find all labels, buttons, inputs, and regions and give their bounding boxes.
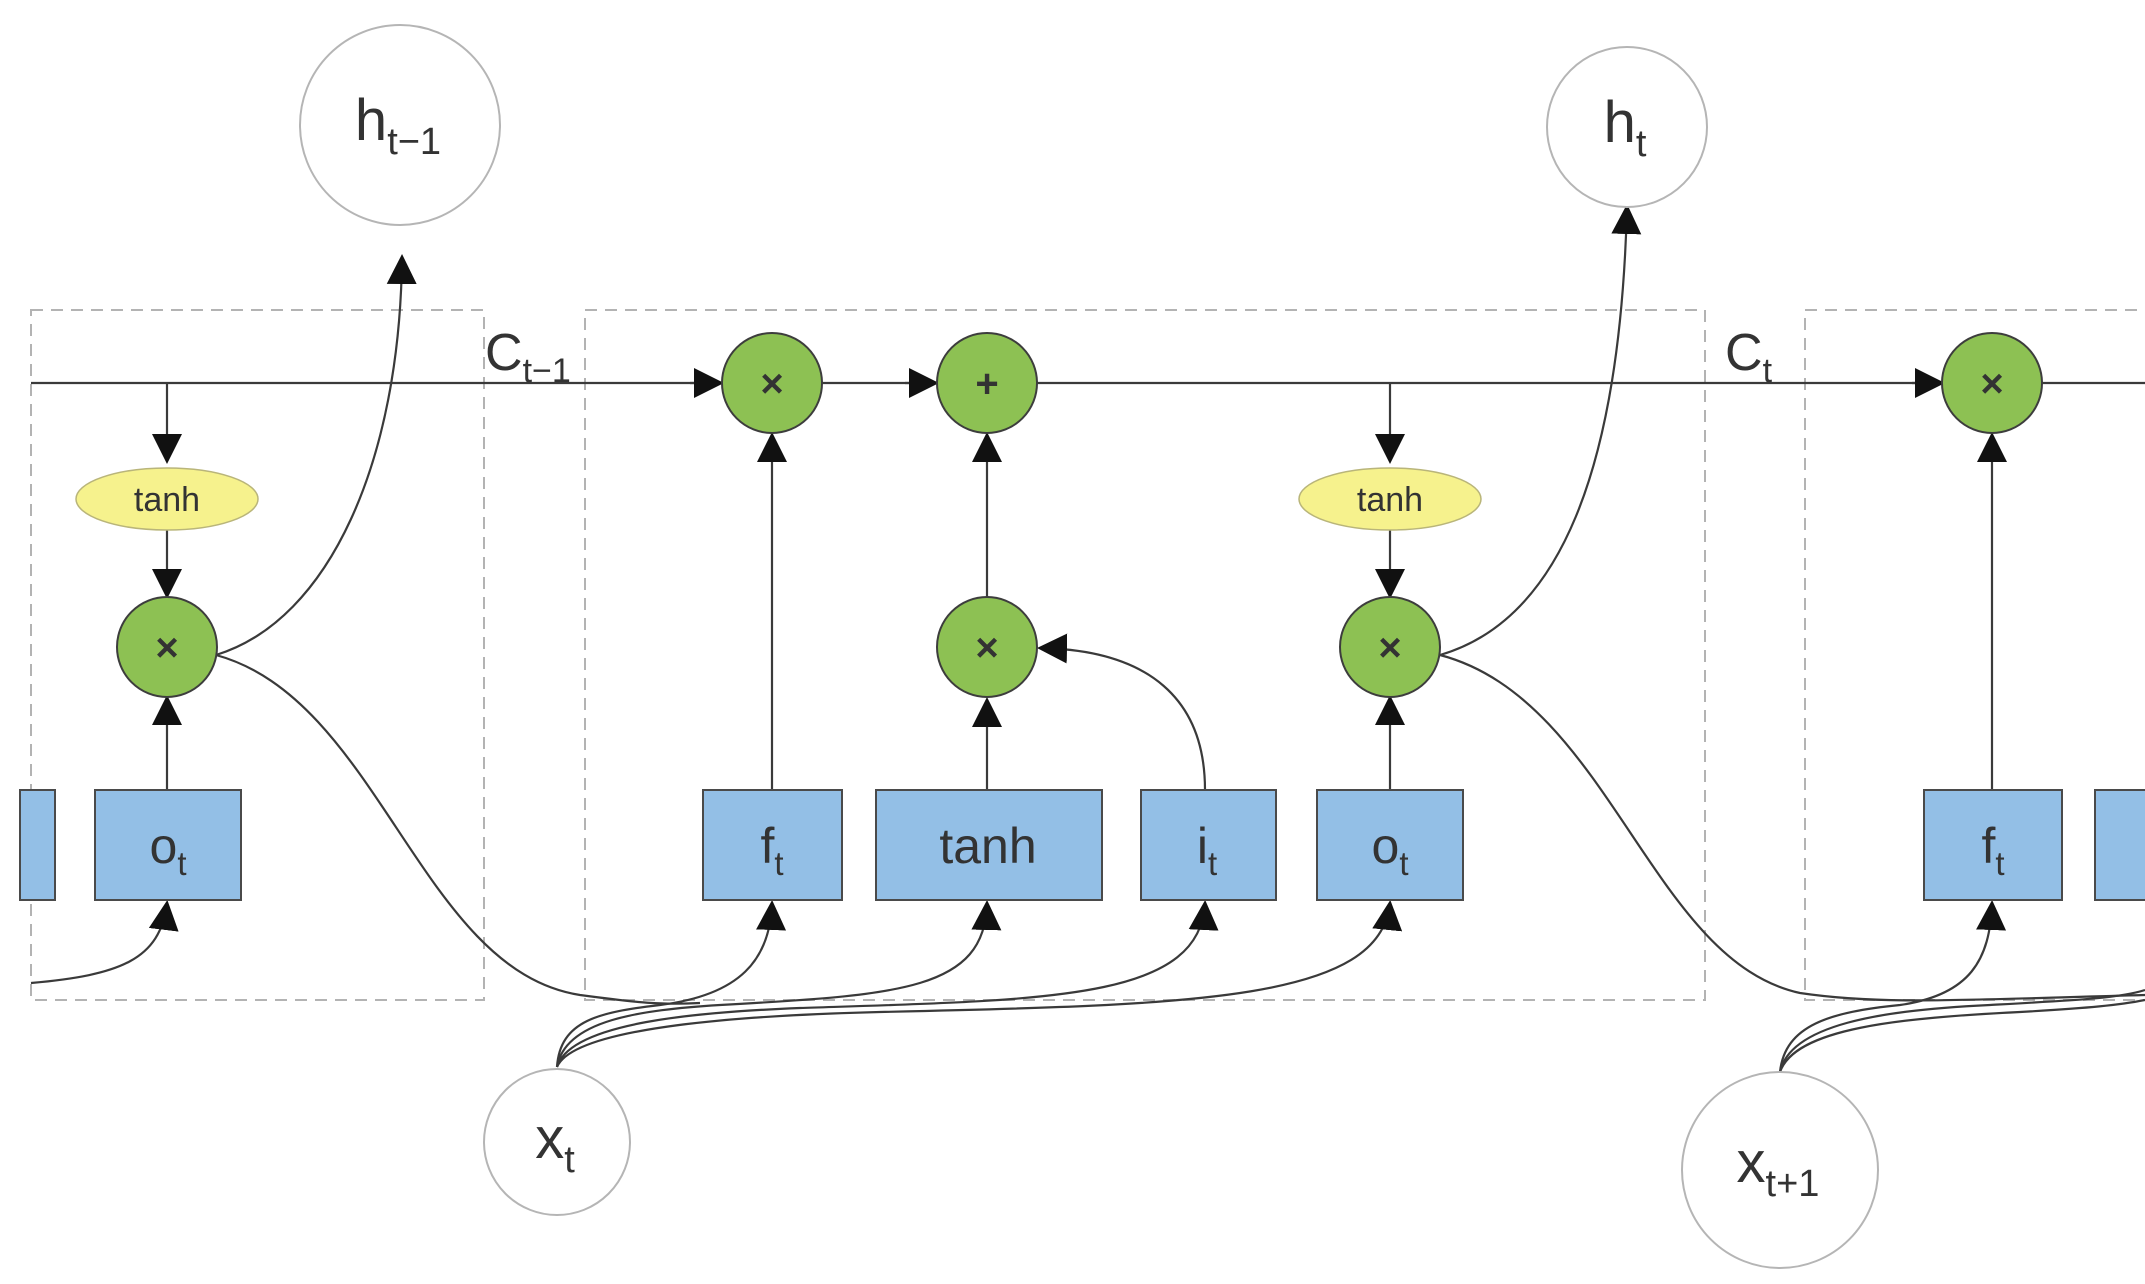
node-h-t [1546,46,1708,208]
multiply-operator-forget-symbol: × [760,362,783,406]
node-h-prev [299,24,501,226]
gate-right-partial [2094,789,2145,901]
multiply-operator-left [116,596,218,698]
add-operator-symbol: + [975,362,998,406]
tanh-activation-middle-label: tanh [1357,481,1423,519]
gate-output [1316,789,1464,901]
multiply-operator-right [1941,332,2043,434]
gate-forget [702,789,843,901]
cell-state-prev-label: Ct−1 [485,324,571,390]
wire-mult-to-ht [1439,204,1642,657]
multiply-operator-output [1339,596,1441,698]
multiply-operator-left-symbol: × [155,626,178,670]
cell-boundary-left [30,309,485,1001]
tanh-activation-left [75,467,259,531]
gate-output-label: ot [1372,818,1409,882]
multiply-operator-input [936,596,1038,698]
node-x-t [483,1068,631,1216]
wire-input-gate-to-mult [1037,633,1207,791]
wire-xt-to-input [555,900,1219,1068]
node-h-prev-label: ht−1 [355,88,441,163]
add-operator [936,332,1038,434]
node-h-t-label: ht [1604,90,1647,165]
gate-input-label: it [1197,818,1217,882]
wire-xnext-fan-2 [1778,998,2145,1073]
gate-left-partial [19,789,56,901]
gate-forget-label: ft [760,818,783,882]
tanh-activation-left-label: tanh [134,481,200,519]
gate-input [1140,789,1277,901]
wire-xt-to-output [555,900,1403,1068]
wire-left-input-to-o [30,900,179,985]
multiply-operator-forget [721,332,823,434]
wire-xnext-fan-1 [1778,988,2145,1073]
cell-state-current-label: Ct [1725,324,1773,390]
wire-hprev-to-next-cell [215,653,701,1005]
node-x-next-label: xt+1 [1737,1130,1820,1205]
node-x-t-label: xt [535,1106,575,1181]
wire-xt-to-forget [555,900,787,1068]
multiply-operator-output-symbol: × [1378,626,1401,670]
gate-forget-right [1923,789,2063,901]
wire-ht-to-next-cell [1439,653,2145,1002]
gate-candidate-tanh [875,789,1103,901]
wire-xt-to-candidate [555,900,1002,1068]
node-x-next [1681,1071,1879,1269]
wire-xnext-to-forget [1778,900,2007,1073]
gate-candidate-tanh-label: tanh [939,818,1036,874]
gate-output-left [94,789,242,901]
tanh-activation-middle [1298,467,1482,531]
cell-boundary-middle [584,309,1706,1001]
wire-left-mult-to-hprev [215,254,417,657]
multiply-operator-input-symbol: × [975,626,998,670]
gate-output-left-label: ot [150,818,187,882]
multiply-operator-right-symbol: × [1980,362,2003,406]
gate-forget-right-label: ft [1981,818,2004,882]
